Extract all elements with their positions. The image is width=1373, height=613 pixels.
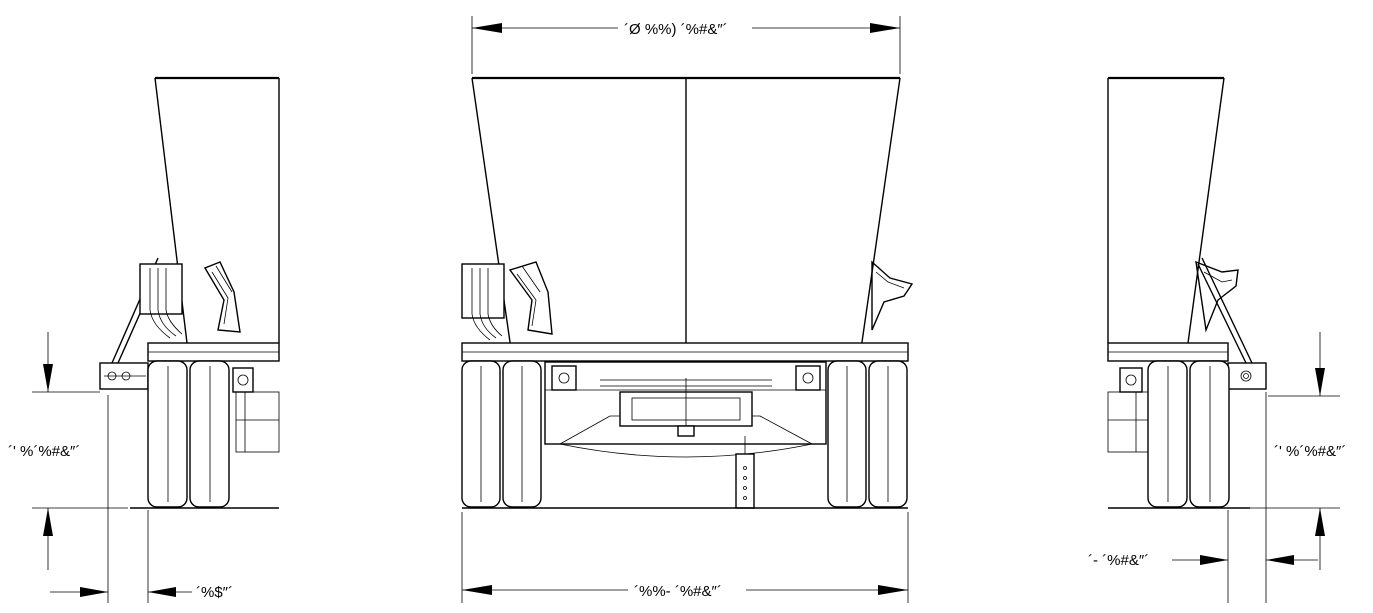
right-height-dimension: ´' %´%#&″´: [1250, 332, 1346, 570]
right-height-label: ´' %´%#&″´: [1274, 443, 1346, 460]
right-offset-label: ´- ´%#&″´: [1088, 552, 1149, 569]
left-height-label: ´' %´%#&″´: [8, 443, 80, 460]
right-side-view: [1107, 76, 1267, 509]
left-offset-dimension: ´%$″´: [50, 395, 233, 603]
bottom-width-dimension: ´%%- ´%#&″´: [461, 512, 909, 603]
right-offset-dimension: ´- ´%#&″´: [1088, 392, 1318, 603]
bottom-width-label: ´%%- ´%#&″´: [634, 583, 722, 600]
top-width-label: ´Ø %%) ´%#&″´: [624, 21, 728, 38]
front-view: [461, 76, 914, 509]
top-width-dimension: ´Ø %%) ´%#&″´: [471, 16, 901, 74]
left-offset-label: ´%$″´: [196, 584, 233, 601]
left-side-view: [99, 76, 280, 509]
left-height-dimension: ´' %´%#&″´: [8, 332, 128, 570]
